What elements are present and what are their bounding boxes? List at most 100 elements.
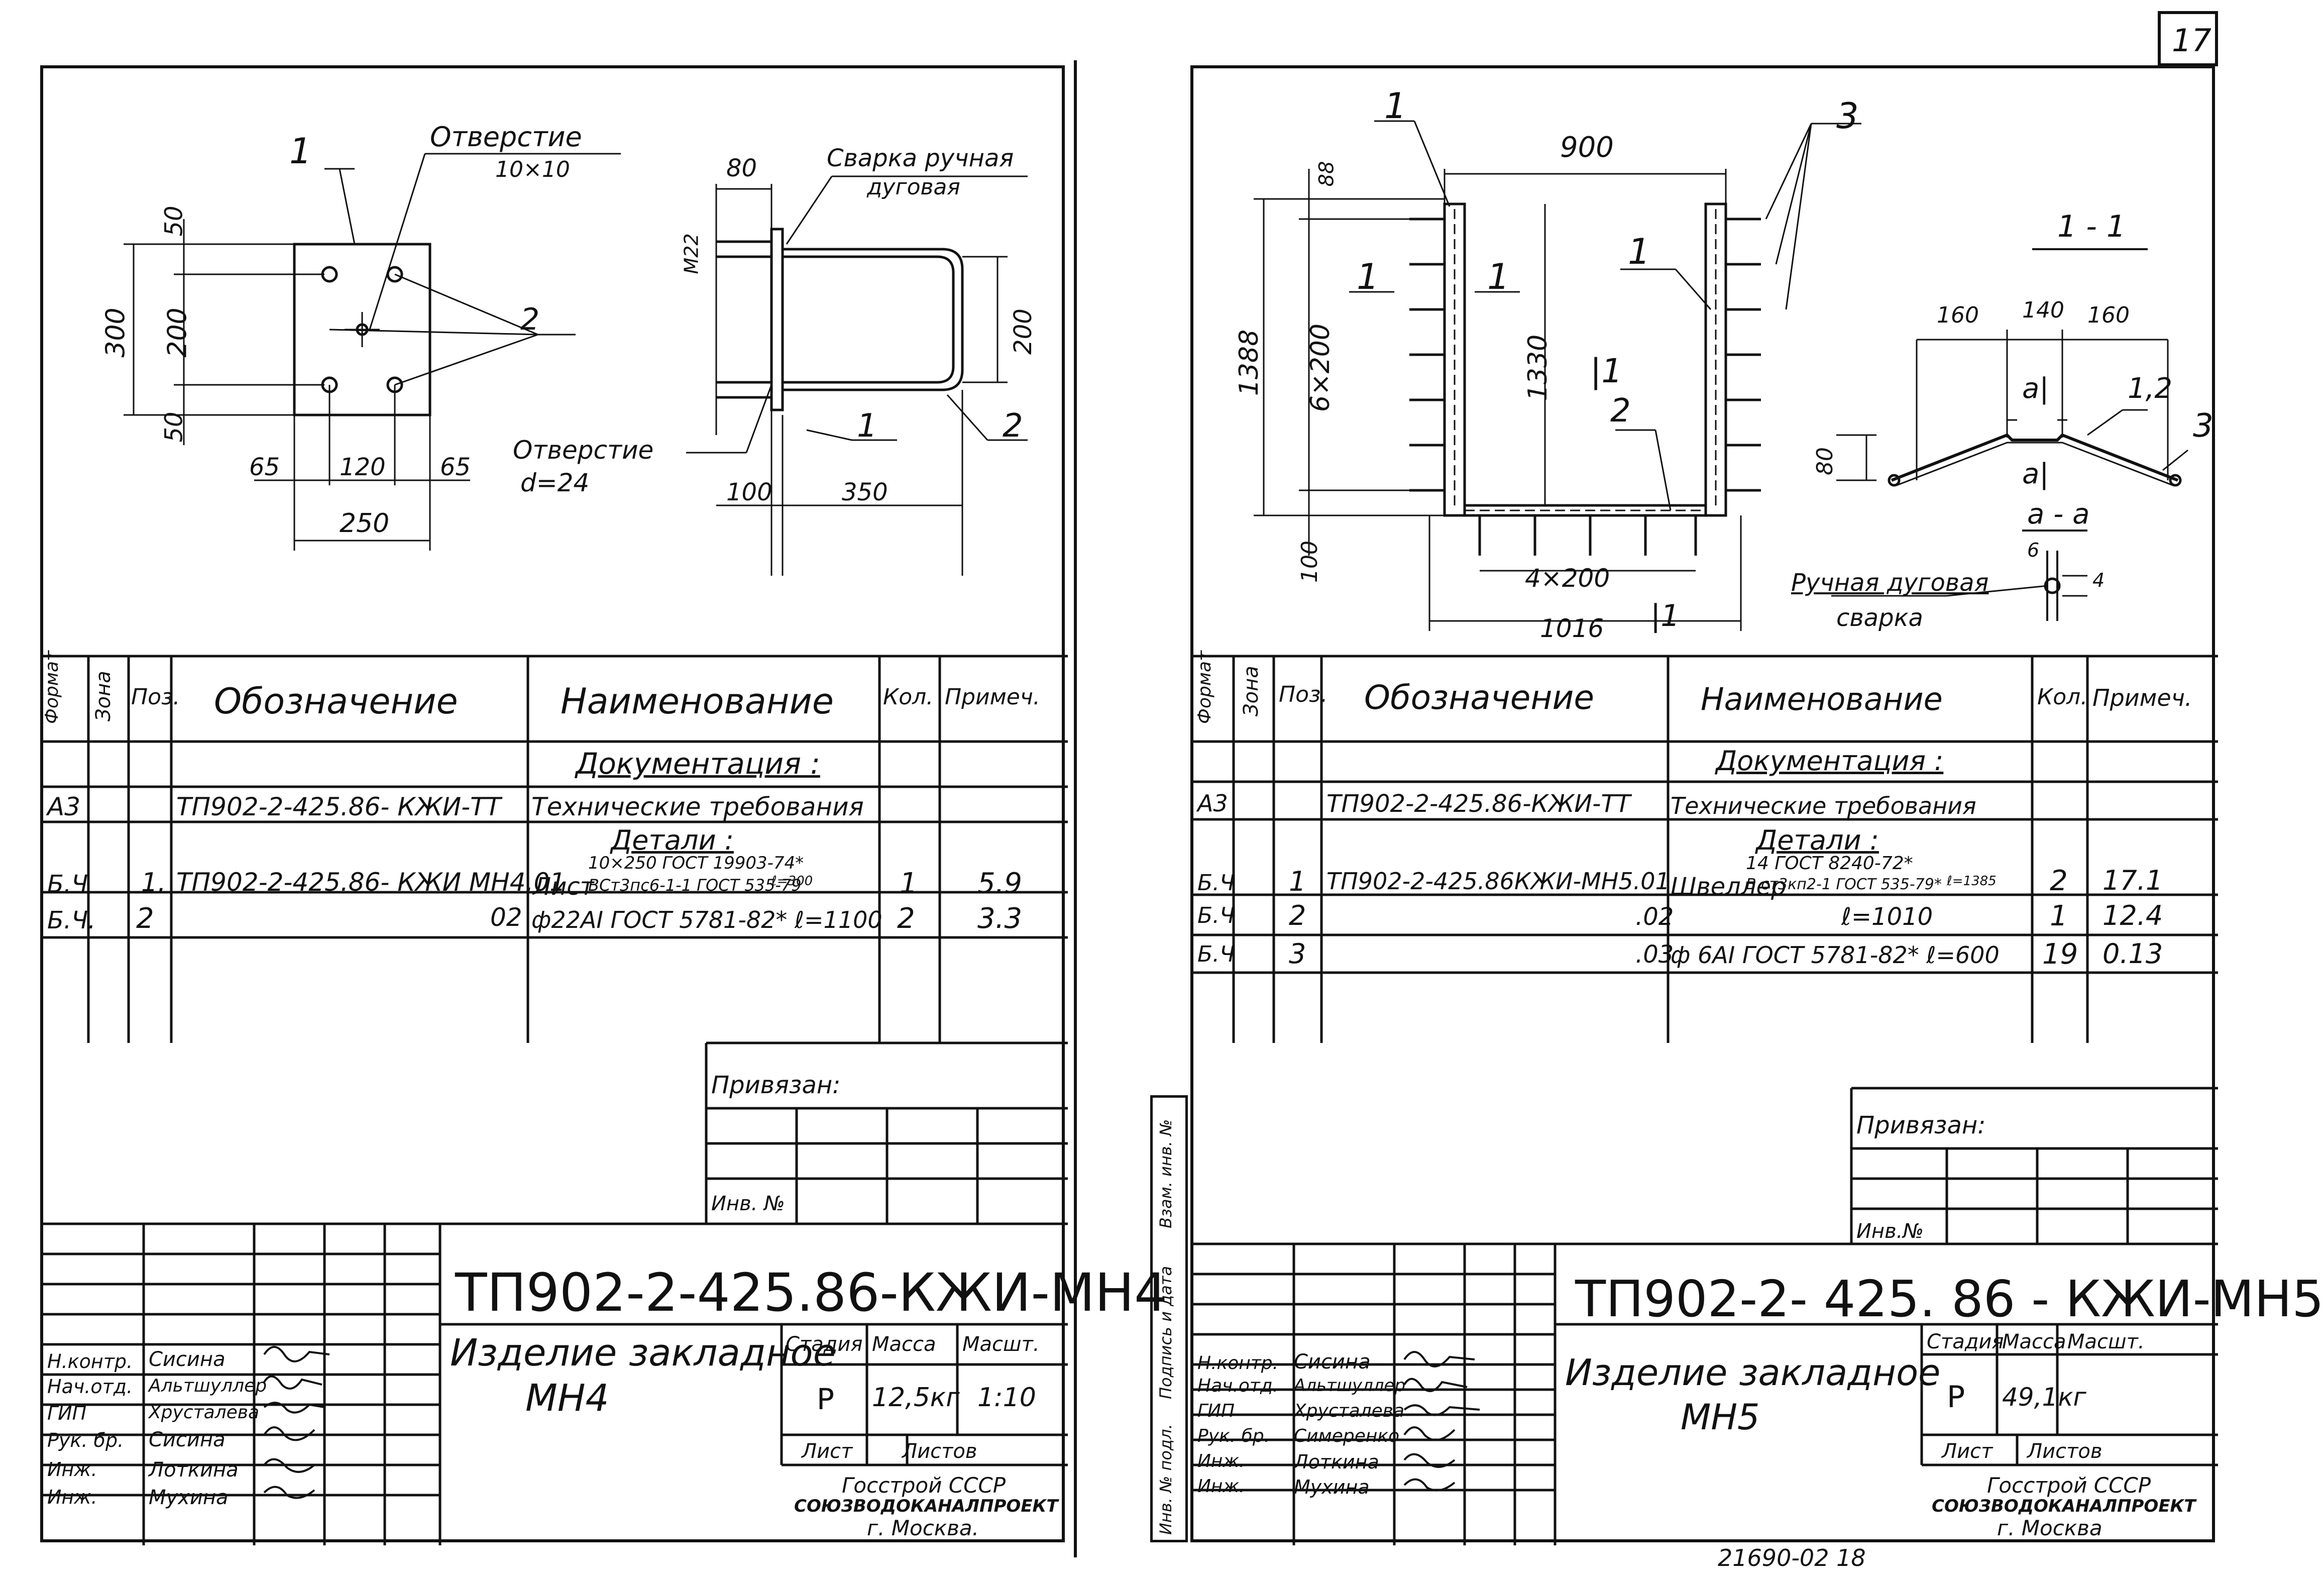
name-4: Сисина: [149, 1428, 226, 1451]
scale-header: Масшт.: [2067, 1330, 2145, 1353]
spec-header-pos: Поз.: [131, 684, 180, 710]
dim-100: 100: [726, 478, 772, 506]
spec-row2-name: Швеллер: [1671, 873, 1787, 901]
org-line-1: Госстрой СССР: [842, 1473, 1006, 1498]
name-1: Сисина: [1294, 1350, 1371, 1374]
spec-row3-format: Б.Ч: [1197, 903, 1235, 928]
dim-350: 350: [842, 478, 888, 506]
spec-header-name: Наименование: [561, 681, 834, 722]
role-5: Инж.: [47, 1458, 97, 1481]
spec-row4-note: 0.13: [2102, 938, 2163, 970]
stage-value: Р: [817, 1382, 834, 1416]
pos-1-side: 1: [857, 407, 877, 445]
role-6: Инж.: [1197, 1476, 1245, 1497]
sec-dim-140: 140: [2022, 297, 2064, 323]
spec-row1-format: A3: [1197, 790, 1228, 817]
stage-value: Р: [1947, 1380, 1965, 1415]
role-4: Рук. бр.: [1197, 1426, 1270, 1446]
spec-row1-designation: ТП902-2-425.86- КЖИ-ТТ: [176, 792, 501, 821]
sec-mark-a-top: а|: [2022, 372, 2049, 405]
spec-header-designation: Обозначение: [1364, 678, 1594, 717]
section-mark-top: |1: [1590, 352, 1623, 390]
doc-code: ТП902-2-425.86-КЖИ-МН4: [455, 1262, 1168, 1323]
product-title: Изделие закладное: [450, 1331, 836, 1375]
section-mark-bottom: |1: [1650, 598, 1680, 634]
name-5: Лоткина: [1294, 1451, 1379, 1473]
hole2-label: Отверстие: [513, 436, 654, 465]
sec-mark-a-bottom: а|: [2022, 458, 2049, 490]
sec-label-12: 1,2: [2128, 372, 2173, 405]
role-2: Нач.отд.: [47, 1376, 133, 1398]
spec-row2-pos: 1.: [141, 868, 166, 898]
dim-80: 80: [726, 154, 757, 182]
hole-label: Отверстие: [430, 121, 582, 153]
spec-row2-name-sub2: В ст3кп2-1 ГОСТ 535-79*: [1746, 876, 1942, 893]
role-2: Нач.отд.: [1197, 1376, 1279, 1396]
role-3: ГИП: [47, 1402, 87, 1424]
sec-dim-160-right: 160: [2087, 302, 2130, 328]
left-sheet: 1 Отверстие 10×10 2 50 200 50 300 65 120…: [40, 65, 1167, 1545]
weld-text-2: сварка: [1836, 604, 1923, 632]
org-line-2: СОЮЗВОДОКАНАЛПРОЕКТ: [794, 1496, 1058, 1516]
sheet-header: Лист: [1942, 1440, 1993, 1463]
spec-header-note: Примеч.: [945, 684, 1040, 710]
spec-row3-pos: 2: [1289, 900, 1306, 931]
spec-row3-name: ℓ=1010: [1841, 903, 1933, 931]
name-1: Сисина: [149, 1348, 226, 1371]
right-sheet: 1 900 88 3 1388 6×200 1 1 1330 1 |1 2 10…: [1190, 65, 2324, 1545]
side-strip-inv: Инв. № подл.: [1156, 1424, 1175, 1535]
left-sheet-lines: [43, 153, 1068, 1545]
pos-1-top: 1: [1384, 85, 1407, 127]
spec-header-designation: Обозначение: [214, 681, 458, 722]
sheet-header: Лист: [802, 1440, 853, 1463]
spec-row2-format: Б.Ч: [1197, 870, 1235, 896]
dim-1016: 1016: [1540, 614, 1604, 643]
spec-row3-pos: 2: [136, 902, 154, 935]
sheet-separator: [1074, 60, 1077, 1557]
product-code: МН5: [1681, 1397, 1760, 1438]
spec-header-pos: Поз.: [1279, 682, 1328, 707]
product-title: Изделие закладное: [1565, 1351, 1941, 1394]
pos-3-section: 3: [2193, 407, 2214, 445]
hole-size: 10×10: [495, 157, 570, 182]
mass-value: 49,1кг: [2002, 1383, 2086, 1412]
right-sheet-lines: [1193, 120, 2218, 1545]
org-line-3: г. Москва.: [867, 1516, 979, 1540]
page-number-box: 17: [2158, 11, 2218, 66]
spec-row1-name: Технические требования: [531, 792, 864, 821]
pos-1-left: 1: [1357, 256, 1379, 297]
pos-1-right: 1: [1628, 231, 1650, 272]
bound-label: Привязан:: [711, 1071, 841, 1099]
dim-65-right: 65: [440, 453, 471, 481]
page-number: 17: [2172, 22, 2211, 59]
spec-row1-format: A3: [47, 792, 81, 821]
spec-row1-designation: ТП902-2-425.86-КЖИ-ТТ: [1326, 790, 1631, 818]
mass-value: 12,5кг: [872, 1383, 960, 1413]
spec-row2-name-sub1: 10×250 ГОСТ 19903-74*: [588, 853, 804, 873]
role-6: Инж.: [47, 1486, 97, 1508]
dim-65-left: 65: [249, 453, 280, 481]
role-5: Инж.: [1197, 1451, 1245, 1471]
bound-label: Привязан:: [1856, 1111, 1986, 1139]
spec-row3-designation: 02: [490, 903, 522, 932]
weld-label-1: Сварка ручная: [827, 144, 1014, 172]
spec-section-details: Детали :: [1756, 824, 1879, 856]
name-2: Альтшуллер: [149, 1376, 267, 1396]
spec-section-details: Детали :: [611, 824, 734, 856]
name-5: Лоткина: [149, 1458, 239, 1482]
mass-header: Масса: [2002, 1330, 2066, 1353]
spec-row3-note: 12.4: [2102, 900, 2163, 931]
sheets-header: Листов: [902, 1440, 977, 1463]
right-signatures: [1403, 1351, 1480, 1492]
spec-row3-note: 3.3: [977, 902, 1023, 935]
org-line-2: СОЮЗВОДОКАНАЛПРОЕКТ: [1932, 1496, 2196, 1516]
org-line-1: Госстрой СССР: [1987, 1473, 2151, 1498]
doc-code: ТП902-2- 425. 86 - КЖИ-МН5: [1575, 1270, 2324, 1328]
spec-row2-name-sub3: ℓ=1385: [1947, 874, 1997, 889]
spec-row3-qty: 2: [897, 902, 915, 935]
name-6: Мухина: [1294, 1476, 1370, 1498]
spec-row1-name: Технические требования: [1671, 792, 1976, 819]
name-4: Симеренко: [1294, 1426, 1400, 1446]
spec-row2-note: 5.9: [977, 867, 1023, 900]
pos-1-label: 1: [289, 131, 312, 172]
